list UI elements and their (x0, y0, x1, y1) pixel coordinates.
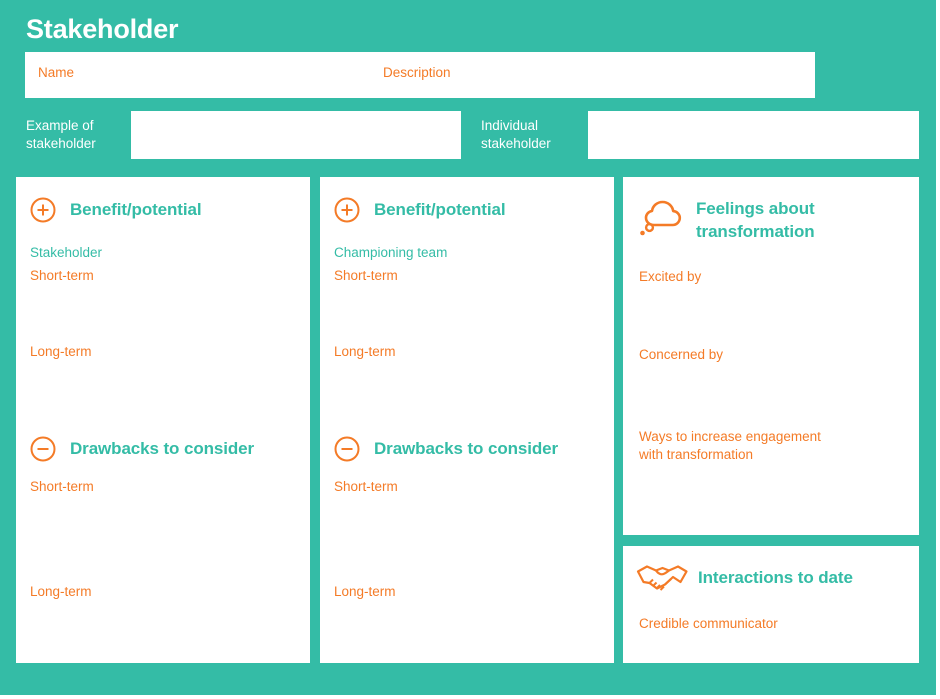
table-header-row: Name Description (25, 52, 815, 98)
card-left-benefit-context: Stakeholder (30, 245, 103, 260)
column-header-description: Description (383, 65, 451, 80)
card-middle-benefit-title: Benefit/potential (374, 200, 506, 219)
label-example-of-stakeholder: Example of stakeholder (26, 118, 96, 151)
card-feelings-title-line1: Feelings about (696, 199, 815, 218)
card-middle-benefit-short-term[interactable]: Short-term (334, 268, 398, 283)
card-interactions-header: Interactions to date (635, 559, 853, 602)
card-left-drawbacks-short-term[interactable]: Short-term (30, 479, 94, 494)
plus-circle-icon (333, 196, 361, 229)
card-left-benefit-short-term[interactable]: Short-term (30, 268, 94, 283)
card-feelings-engagement-line2[interactable]: with transformation (639, 447, 754, 462)
card-interactions-title: Interactions to date (698, 568, 853, 587)
label-individual-stakeholder: Individual stakeholder (481, 118, 551, 151)
card-left-benefit-header: Benefit/potential (29, 196, 202, 229)
input-example-of-stakeholder[interactable] (131, 111, 461, 159)
card-feelings-excited-by[interactable]: Excited by (639, 269, 702, 284)
minus-circle-icon (333, 435, 361, 468)
handshake-icon (635, 559, 689, 602)
card-interactions-credible-communicator[interactable]: Credible communicator (639, 616, 778, 631)
card-feelings-title-line2: transformation (696, 222, 815, 241)
thought-cloud-icon (637, 195, 687, 242)
card-left-drawbacks-header: Drawbacks to consider (29, 435, 254, 468)
card-left-drawbacks-long-term[interactable]: Long-term (30, 584, 92, 599)
input-individual-stakeholder[interactable] (588, 111, 919, 159)
page-title: Stakeholder (26, 14, 179, 44)
card-feelings-title: Feelings about transformation (696, 197, 815, 243)
card-middle-benefit-header: Benefit/potential (333, 196, 506, 229)
card-middle-drawbacks-long-term[interactable]: Long-term (334, 584, 396, 599)
card-interactions-to-date: Interactions to date Credible communicat… (623, 546, 919, 663)
card-left-benefit-title: Benefit/potential (70, 200, 202, 219)
card-feelings-about-transformation: Feelings about transformation Excited by… (623, 177, 919, 535)
minus-circle-icon (29, 435, 57, 468)
card-championing-team-benefits: Benefit/potential Championing team Short… (320, 177, 614, 663)
card-middle-drawbacks-short-term[interactable]: Short-term (334, 479, 398, 494)
card-feelings-header: Feelings about transformation (637, 195, 815, 243)
plus-circle-icon (29, 196, 57, 229)
card-left-drawbacks-title: Drawbacks to consider (70, 439, 255, 458)
card-middle-drawbacks-title: Drawbacks to consider (374, 439, 559, 458)
card-middle-drawbacks-header: Drawbacks to consider (333, 435, 558, 468)
card-middle-benefit-long-term[interactable]: Long-term (334, 344, 396, 359)
column-header-name: Name (38, 65, 75, 80)
card-stakeholder-benefits: Benefit/potential Stakeholder Short-term… (16, 177, 310, 663)
card-left-benefit-long-term[interactable]: Long-term (30, 344, 92, 359)
card-feelings-concerned-by[interactable]: Concerned by (639, 347, 724, 362)
card-feelings-engagement-line1[interactable]: Ways to increase engagement (639, 429, 821, 444)
card-middle-benefit-context: Championing team (334, 245, 448, 260)
